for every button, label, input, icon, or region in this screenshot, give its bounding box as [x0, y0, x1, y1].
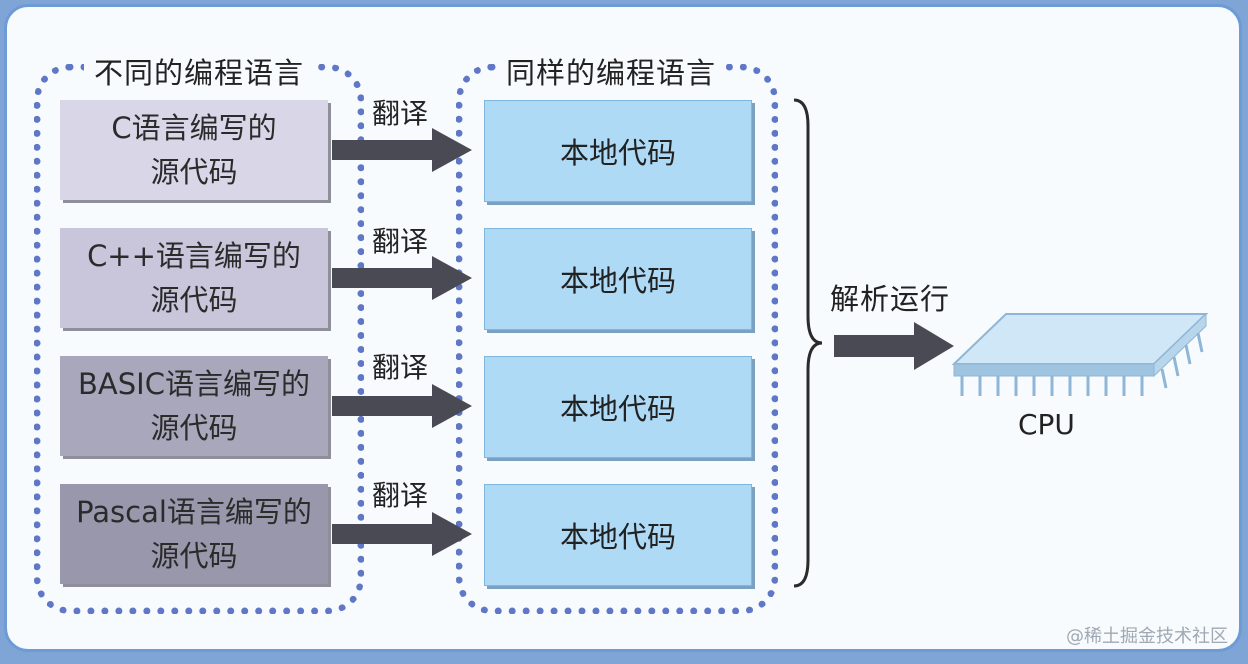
source-box-pascal: Pascal语言编写的 源代码 — [60, 484, 328, 584]
translate-arrow-icon — [332, 128, 472, 172]
run-label: 解析运行 — [830, 282, 951, 316]
source-box-basic: BASIC语言编写的 源代码 — [60, 356, 328, 456]
source-box-line2: 源代码 — [150, 155, 238, 189]
cpu-chip-icon — [951, 312, 1209, 396]
native-code-box: 本地代码 — [484, 228, 752, 330]
source-box-c: C语言编写的 源代码 — [60, 100, 328, 200]
source-box-line2: 源代码 — [150, 539, 238, 573]
translate-arrow-icon — [332, 512, 472, 556]
source-box-line1: C语言编写的 — [111, 111, 277, 145]
cpu-label: CPU — [1018, 408, 1075, 441]
watermark: @稀土掘金技术社区 — [1066, 626, 1228, 647]
native-code-box: 本地代码 — [484, 484, 752, 586]
left-group-label: 不同的编程语言 — [84, 50, 315, 92]
translate-label: 翻译 — [372, 225, 429, 258]
translate-arrow-icon — [332, 256, 472, 300]
translate-label: 翻译 — [372, 351, 429, 384]
translate-label: 翻译 — [372, 479, 429, 512]
run-arrow-icon — [834, 322, 954, 370]
source-box-cpp: C++语言编写的 源代码 — [60, 228, 328, 328]
right-group-label: 同样的编程语言 — [496, 50, 727, 92]
source-box-line2: 源代码 — [150, 411, 238, 445]
source-box-line1: BASIC语言编写的 — [78, 367, 310, 401]
source-box-line1: C++语言编写的 — [87, 239, 301, 273]
source-box-line2: 源代码 — [150, 283, 238, 317]
native-code-box: 本地代码 — [484, 356, 752, 458]
right-brace-icon — [793, 98, 823, 588]
native-code-box: 本地代码 — [484, 100, 752, 202]
source-box-line1: Pascal语言编写的 — [76, 495, 312, 529]
translate-arrow-icon — [332, 384, 472, 428]
translate-label: 翻译 — [372, 97, 429, 130]
